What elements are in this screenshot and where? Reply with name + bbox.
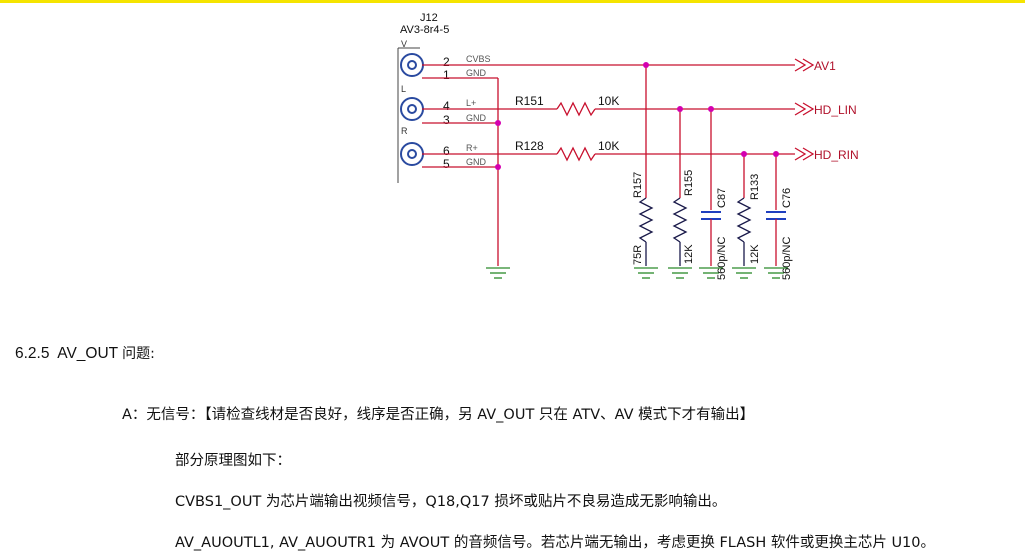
c76-value: 560p/NC [781,237,793,280]
jack-label-v: V [401,39,407,49]
net-label-hd-rin: HD_RIN [814,148,859,162]
pin-num-2: 2 [443,55,450,69]
r133-value: 12K [749,244,761,264]
pin-num-5: 5 [443,157,450,171]
resistor-r155 [672,197,688,266]
audio-paragraph: AV_AUOUTL1, AV_AUOUTR1 为 AVOUT 的音频信号。若芯片… [175,535,936,551]
section-heading: 6.2.5 AV_OUT 问题: [15,343,155,363]
jack-label-l: L [401,84,406,94]
net-av1 [660,58,815,72]
c87-value: 560p/NC [716,237,728,280]
c87-ref: C87 [716,188,728,208]
r128-value: 10K [598,139,619,153]
connector-part: AV3-8r4-5 [400,24,449,36]
section-suffix: 问题: [122,346,155,362]
capacitor-c87 [701,211,721,220]
r155-ref: R155 [683,170,695,196]
pin-name-rplus: R+ [466,143,478,153]
jack-r [400,142,424,166]
ground-symbol-main [486,267,510,279]
pin-wires [422,64,660,168]
r133-ref: R133 [749,174,761,200]
cvbs-paragraph: CVBS1_OUT 为芯片端输出视频信号，Q18,Q17 损坏或贴片不良易造成无… [175,494,727,510]
resistor-r151 [512,101,815,117]
r155-value: 12K [683,244,695,264]
jack-l [400,97,424,121]
schematic-intro-paragraph: 部分原理图如下： [175,453,291,469]
r157-value: 75R [632,245,644,265]
r151-ref: R151 [515,94,544,108]
r157-ref: R157 [632,172,644,198]
c76-ref: C76 [781,188,793,208]
capacitor-c76 [766,211,786,220]
section-number: 6.2.5 [15,345,50,362]
jack-v [400,53,424,77]
pin-name-gnd-5: GND [466,157,487,167]
pin-name-gnd-1: GND [466,68,487,78]
pin-name-gnd-3: GND [466,113,487,123]
pin-num-1: 1 [443,68,450,82]
answer-paragraph: A：无信号：【请检查线材是否良好，线序是否正确，另 AV_OUT 只在 ATV、… [122,407,755,423]
av-connector-schematic: J12 AV3-8r4-5 V L R 2 1 4 3 6 5 CVBS GND… [397,12,859,280]
shunt-drop-wires [645,65,777,210]
resistor-r157 [638,197,654,266]
pin-num-4: 4 [443,99,450,113]
jack-label-r: R [401,126,408,136]
resistor-r133 [736,197,752,266]
resistor-r128 [512,146,815,162]
junction-dots [495,62,779,170]
pin-name-lplus: L+ [466,98,476,108]
top-accent-bar [0,0,1025,3]
r151-value: 10K [598,94,619,108]
pin-num-3: 3 [443,113,450,127]
net-label-hd-lin: HD_LIN [814,103,857,117]
section-title: AV_OUT [57,345,118,362]
net-label-av1: AV1 [814,59,836,73]
pin-num-6: 6 [443,144,450,158]
ground-symbols-shunt [634,267,788,279]
r128-ref: R128 [515,139,544,153]
connector-ref: J12 [420,12,438,24]
pin-name-cvbs: CVBS [466,54,491,64]
